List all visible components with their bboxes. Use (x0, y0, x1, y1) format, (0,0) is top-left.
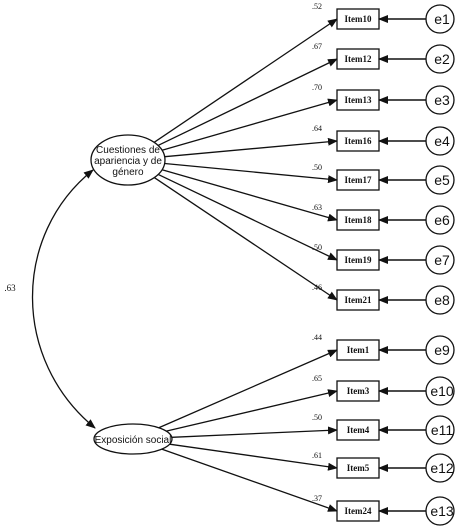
loading-path (166, 389, 338, 432)
item-label: Item18 (345, 215, 372, 225)
item-label: Item21 (345, 295, 372, 305)
item-label: Item12 (345, 54, 372, 64)
error-label: e13 (430, 503, 454, 519)
latent-factor-1 (90, 134, 166, 186)
loading-path (164, 137, 338, 158)
error-label: e1 (434, 11, 450, 27)
item-label: Item13 (345, 95, 372, 105)
error-label: e6 (434, 212, 450, 228)
loading-path (153, 177, 338, 301)
item-label: Item10 (345, 14, 372, 24)
loading-path (161, 169, 338, 222)
loading-value: .61 (312, 451, 322, 460)
error-label: e3 (434, 92, 450, 108)
latent-label: apariencia y de (94, 156, 162, 167)
latent-label: Exposición social (95, 435, 172, 446)
error-label: e4 (434, 133, 450, 149)
loading-path (169, 443, 338, 471)
loading-value: .44 (312, 333, 322, 342)
error-label: e10 (430, 383, 454, 399)
error-label: e8 (434, 292, 450, 308)
loading-path (157, 58, 338, 147)
correlation-path (31, 169, 96, 429)
error-label: e2 (434, 51, 450, 67)
correlation-value: .63 (4, 283, 16, 293)
item-label: Item1 (347, 345, 370, 355)
loading-value: .52 (312, 2, 322, 11)
latent-label: Cuestiones de (96, 145, 160, 156)
error-label: e12 (430, 460, 454, 476)
item-label: Item17 (345, 175, 372, 185)
loading-path (161, 448, 338, 512)
error-label: e5 (434, 172, 450, 188)
item-label: Item16 (345, 136, 372, 146)
loading-value: .50 (312, 243, 322, 252)
loading-path (161, 98, 338, 151)
item-label: Item24 (345, 506, 372, 516)
loading-value: .50 (312, 413, 322, 422)
loading-path (153, 18, 338, 143)
error-label: e11 (431, 422, 454, 438)
loading-value: .65 (312, 374, 322, 383)
item-label: Item4 (347, 425, 370, 435)
loading-value: .46 (312, 283, 322, 292)
item-label: Item5 (347, 463, 370, 473)
loading-path (157, 173, 338, 261)
item-label: Item3 (347, 386, 370, 396)
loading-path (164, 162, 338, 184)
loading-value: .70 (312, 83, 322, 92)
loading-value: .63 (312, 203, 322, 212)
error-label: e9 (434, 342, 450, 358)
item-label: Item19 (345, 255, 372, 265)
loading-value: .50 (312, 163, 322, 172)
loading-path (171, 426, 338, 438)
loading-value: .64 (312, 124, 322, 133)
latent-factor-2 (93, 423, 173, 455)
loading-value: .67 (312, 42, 322, 51)
loading-path (158, 349, 338, 429)
latent-label: género (112, 167, 144, 178)
loading-value: .37 (312, 494, 322, 503)
error-label: e7 (434, 252, 450, 268)
